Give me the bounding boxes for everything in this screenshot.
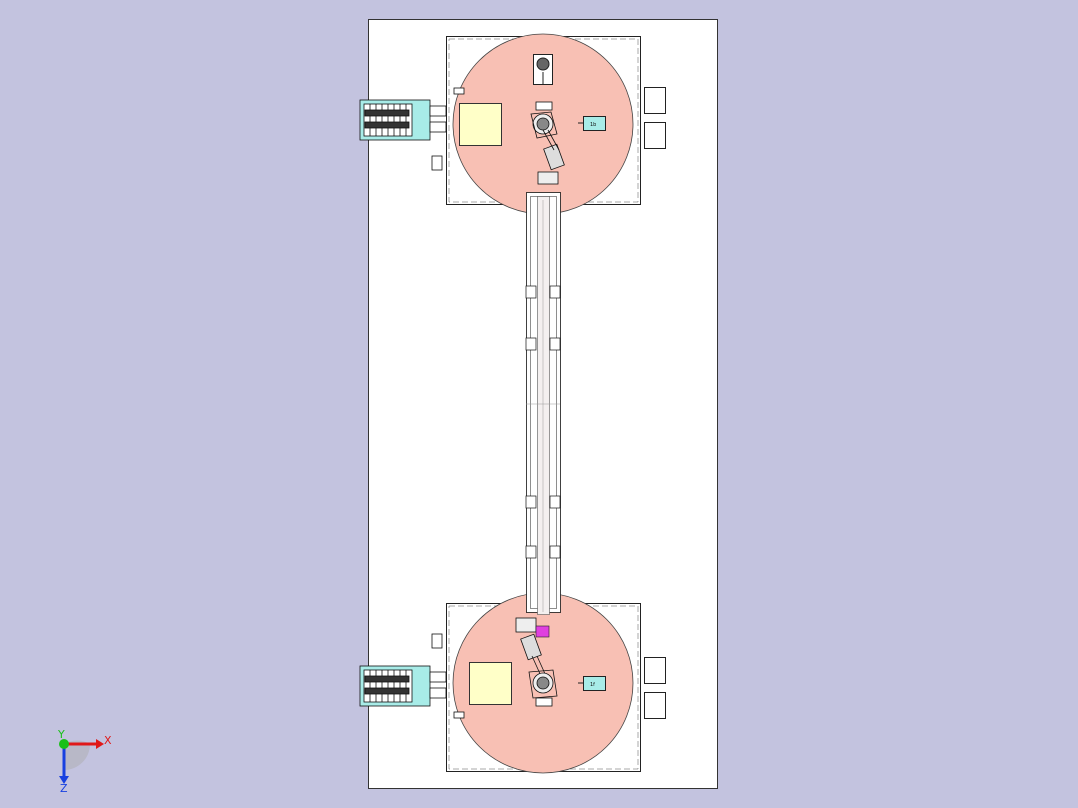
- control-cabinet: [644, 692, 666, 719]
- robot-arm: [530, 101, 565, 185]
- orientation-triad[interactable]: X Y Z: [57, 728, 112, 795]
- lower-cell[interactable]: 1f: [359, 592, 666, 774]
- y-axis-label: Y: [57, 728, 65, 741]
- z-axis-label: Z: [60, 782, 68, 795]
- control-cabinet: [644, 657, 666, 684]
- robot-tag-label: 1b: [590, 122, 596, 128]
- process-marker: [535, 625, 550, 638]
- robot-tag-label: 1f: [590, 682, 595, 688]
- feeder-machine: [359, 87, 465, 171]
- conveyor-track[interactable]: [525, 192, 561, 615]
- robot-arm: [515, 617, 558, 707]
- x-axis-label: X: [104, 734, 112, 747]
- control-cabinet: [644, 87, 666, 114]
- pallet: [459, 103, 502, 146]
- feeder-machine: [359, 633, 465, 719]
- y-axis-dot: [59, 739, 69, 749]
- upper-cell[interactable]: 1b: [359, 33, 666, 215]
- pallet: [469, 662, 512, 705]
- control-cabinet: [644, 122, 666, 149]
